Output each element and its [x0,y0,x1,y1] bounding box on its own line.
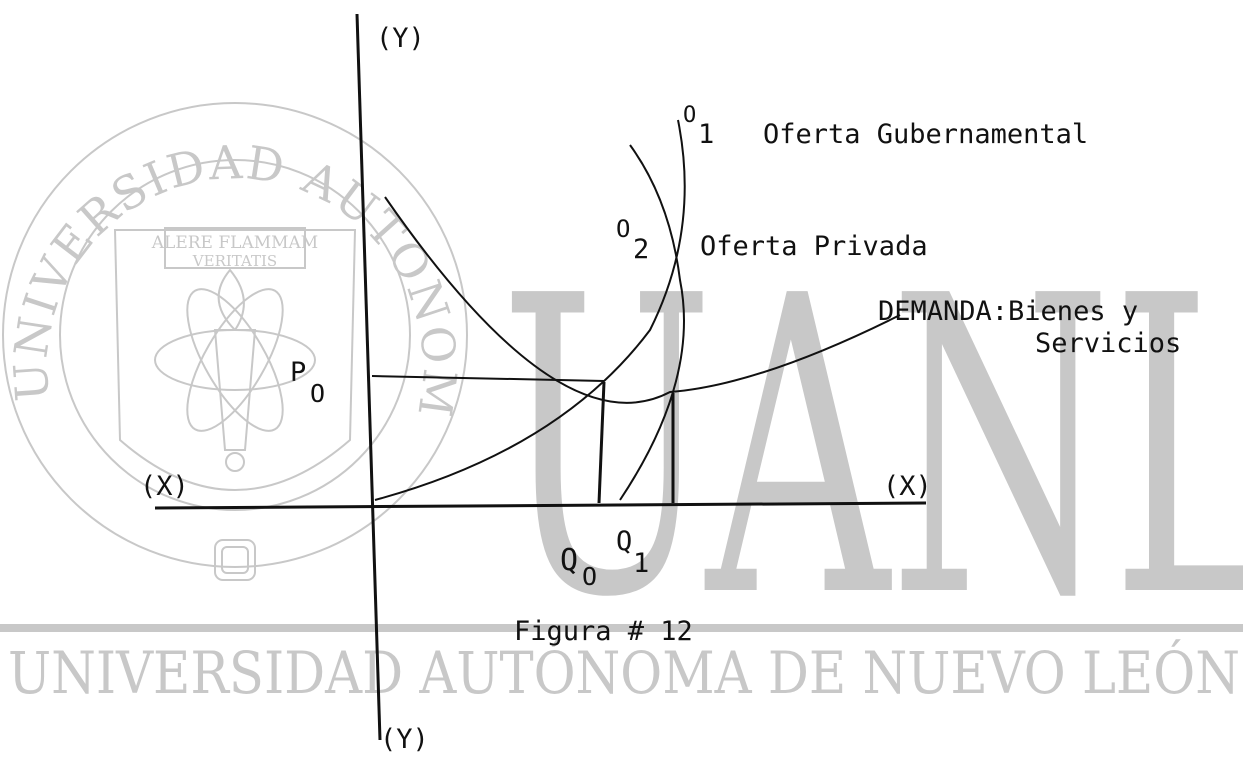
price-line-p0 [371,375,605,382]
supply-curve-o1 [374,119,686,501]
o1-subscript: 1 [698,119,714,150]
figure-caption: Figura # 12 [514,616,693,647]
q0-subscript: O [582,562,597,591]
seal-motto-line2: VERITATIS [192,252,277,270]
watermark-letters: UANL [500,209,1243,687]
drop-line-q0 [597,381,606,504]
axes: (Y) (Y) (X) (X) [140,13,932,755]
seal-shield [113,229,357,491]
y-axis [355,13,382,741]
q0-symbol: Q [560,543,578,578]
x-axis [154,501,927,510]
curve-labels: O 1 Oferta Gubernamental O 2 Oferta Priv… [616,103,1181,359]
curves [371,119,901,504]
watermark-bottom-text: UNIVERSIDAD AUTÓNOMA DE NUEVO LEÓN [8,639,1240,707]
x-axis-right-label: (X) [883,471,932,502]
supply-curve-o2 [619,144,685,501]
q1-symbol: Q [616,526,632,557]
seal-banner [164,227,306,269]
point-labels: P O Q O Q 1 [290,357,649,591]
watermark-band [0,624,1243,632]
o1-symbol: O [683,103,696,128]
demand-label-line2: Servicios [1035,328,1181,359]
o2-symbol: O [616,215,630,243]
x-axis-left-label: (X) [140,471,189,502]
p0-subscript: O [310,379,325,408]
p0-symbol: P [290,357,306,388]
torch-icon [154,268,316,472]
o1-name: Oferta Gubernamental [763,119,1088,150]
o2-name: Oferta Privada [700,231,928,262]
o2-subscript: 2 [633,234,649,265]
demand-curve [384,196,901,404]
y-axis-top-label: (Y) [376,23,425,54]
q1-subscript: 1 [633,548,649,579]
demand-label-line1: DEMANDA:Bienes y [878,296,1138,327]
seal-base-ornament [214,539,256,581]
y-axis-bottom-label: (Y) [380,724,429,755]
seal-motto-line1: ALERE FLAMMAM [151,233,318,253]
